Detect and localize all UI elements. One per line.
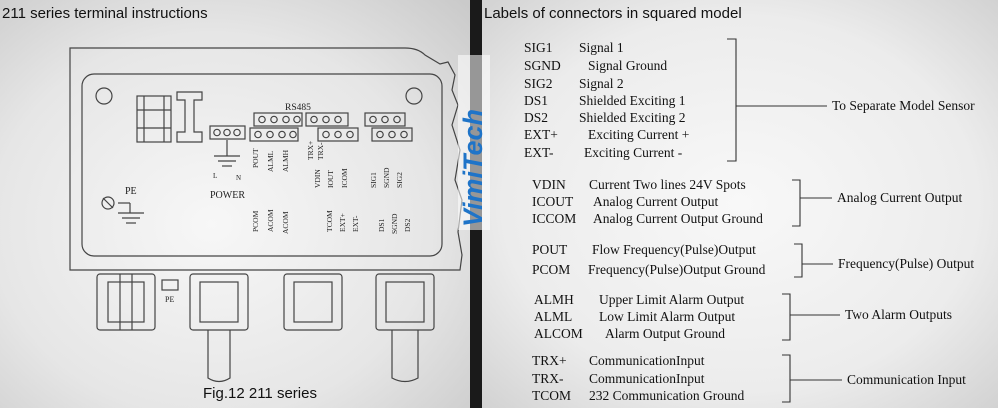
desc-icout: Analog Current Output: [593, 194, 719, 209]
terminal-block-sensor-upper: [364, 112, 406, 127]
code-trx-minus: TRX-: [532, 371, 564, 386]
code-icout: ICOUT: [532, 194, 574, 209]
cable-gland-1: [96, 273, 156, 331]
code-ext-plus: EXT+: [524, 127, 558, 142]
power-label: POWER: [210, 190, 245, 201]
acom-label-1: ACOM: [266, 209, 275, 232]
pout-label: POUT: [251, 148, 260, 168]
sig1-label: SIG1: [369, 172, 378, 188]
terminal-box-drawing: RS485 POWER PE PE L N POUT ALML ALMH PCO…: [69, 47, 463, 383]
desc-sig1: Signal 1: [579, 40, 624, 55]
desc-vdin: Current Two lines 24V Spots: [589, 177, 746, 192]
vimitech-watermark: VimiTech: [458, 55, 490, 230]
code-tcom: TCOM: [532, 388, 572, 403]
code-sgnd: SGND: [524, 58, 561, 73]
terminal-block-sensor-lower: [371, 127, 413, 142]
code-pcom: PCOM: [532, 262, 571, 277]
code-ds1: DS1: [524, 93, 549, 108]
terminal-block-current: [317, 127, 359, 142]
code-vdin: VDIN: [532, 177, 566, 192]
n-label: N: [236, 174, 241, 182]
desc-alml: Low Limit Alarm Output: [599, 309, 736, 324]
pe-label-main: PE: [125, 186, 137, 197]
group-label-analog: Analog Current Output: [837, 190, 963, 205]
group-label-sensor: To Separate Model Sensor: [832, 98, 975, 113]
desc-tcom: 232 Communication Ground: [589, 388, 745, 403]
code-alcom: ALCOM: [534, 326, 583, 341]
terminal-diagram-panel: 211 series terminal instructions: [0, 0, 470, 408]
terminal-block-lower: [249, 127, 299, 142]
pcom-label: PCOM: [251, 210, 260, 232]
corner-screw-tl: [95, 87, 113, 105]
code-ext-minus: EXT-: [524, 145, 554, 160]
icom-label: ICOM: [340, 168, 349, 188]
code-trx-plus: TRX+: [532, 353, 567, 368]
l-label: L: [213, 172, 217, 180]
code-sig1: SIG1: [524, 40, 553, 55]
code-pout: POUT: [532, 242, 568, 257]
pe-screw: [101, 196, 115, 210]
terminal-block-rs485: [305, 112, 349, 127]
code-ds2: DS2: [524, 110, 549, 125]
sgnd-label: SGND: [382, 167, 391, 188]
ext-plus-label: EXT+: [338, 213, 347, 232]
group-label-frequency: Frequency(Pulse) Output: [838, 256, 975, 271]
group-label-alarm: Two Alarm Outputs: [845, 307, 953, 322]
code-iccom: ICCOM: [532, 211, 577, 226]
bracket-communication: [782, 354, 842, 403]
desc-almh: Upper Limit Alarm Output: [599, 292, 745, 307]
desc-trx-minus: CommunicationInput: [589, 371, 705, 386]
grouping-brackets: [727, 38, 842, 403]
desc-ds2: Shielded Exciting 2: [579, 110, 686, 125]
bracket-analog: [792, 179, 832, 227]
sgnd2-label: SGND: [390, 213, 399, 234]
desc-pout: Flow Frequency(Pulse)Output: [592, 242, 756, 257]
desc-ext-minus: Exciting Current -: [584, 145, 683, 160]
watermark-text: VimiTech: [458, 109, 488, 227]
acom-label-2: ACOM: [281, 211, 290, 234]
code-alml: ALML: [534, 309, 573, 324]
pe-gland-stub: [161, 279, 179, 291]
trx-minus-label: TRX-: [316, 142, 325, 160]
desc-iccom: Analog Current Output Ground: [593, 211, 763, 226]
corner-screw-tr: [405, 87, 423, 105]
rs485-label: RS485: [285, 103, 311, 113]
left-panel-title: 211 series terminal instructions: [2, 5, 208, 22]
inner-panel: [81, 73, 443, 257]
ds1-label: DS1: [377, 218, 386, 232]
ext-minus-label: EXT-: [351, 215, 360, 232]
fuse-holder: [136, 95, 172, 143]
code-sig2: SIG2: [524, 76, 553, 91]
sig2-label: SIG2: [395, 172, 404, 188]
connector-labels-panel: Labels of connectors in squared model SI…: [482, 0, 998, 408]
figure-caption: Fig.12 211 series: [203, 385, 317, 402]
desc-trx-plus: CommunicationInput: [589, 353, 705, 368]
desc-pcom: Frequency(Pulse)Output Ground: [588, 262, 766, 277]
right-panel-title: Labels of connectors in squared model: [484, 5, 742, 22]
group-label-communication: Communication Input: [847, 372, 966, 387]
code-almh: ALMH: [534, 292, 574, 307]
trx-plus-label: TRX+: [306, 141, 315, 160]
vdin-label: VDIN: [313, 169, 322, 188]
bracket-sensor: [727, 38, 827, 162]
pe-label-gland: PE: [165, 295, 174, 304]
iout-label: IOUT: [326, 170, 335, 188]
terminal-block-upper: [253, 112, 303, 127]
ds2-label: DS2: [403, 218, 412, 232]
cable-gland-2: [189, 273, 249, 383]
power-terminal-block: [209, 125, 246, 140]
alml-label: ALML: [266, 150, 275, 172]
desc-ext-plus: Exciting Current +: [588, 127, 690, 142]
cable-gland-4: [375, 273, 435, 383]
bracket-frequency: [794, 243, 833, 278]
desc-alcom: Alarm Output Ground: [605, 326, 725, 341]
desc-sig2: Signal 2: [579, 76, 624, 91]
desc-ds1: Shielded Exciting 1: [579, 93, 686, 108]
bracket-alarm: [782, 293, 840, 341]
cable-gland-3: [283, 273, 343, 331]
jumper-block: [176, 91, 203, 143]
almh-label: ALMH: [281, 149, 290, 172]
tcom-label: TCOM: [325, 210, 334, 232]
desc-sgnd: Signal Ground: [588, 58, 668, 73]
